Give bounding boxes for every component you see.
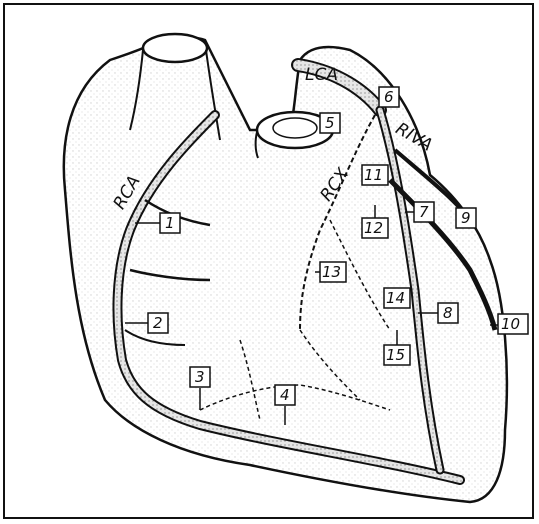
segment-9: 9: [456, 208, 476, 228]
segment-14: 14: [384, 288, 410, 308]
segment-6: 6: [379, 87, 399, 107]
segment-13: 13: [315, 262, 346, 282]
svg-text:15: 15: [386, 346, 405, 364]
lca-label: LCA: [305, 65, 338, 85]
svg-text:14: 14: [386, 289, 405, 307]
svg-text:7: 7: [419, 203, 429, 221]
segment-11: 11: [362, 165, 388, 185]
svg-text:6: 6: [384, 88, 394, 106]
svg-text:8: 8: [443, 304, 453, 322]
svg-text:1: 1: [165, 214, 175, 232]
segment-5: 5: [320, 113, 340, 133]
svg-text:12: 12: [364, 219, 383, 237]
svg-text:13: 13: [322, 263, 341, 281]
svg-text:10: 10: [501, 315, 520, 333]
svg-text:9: 9: [461, 209, 471, 227]
aorta-opening: [143, 34, 207, 62]
svg-text:5: 5: [325, 114, 335, 132]
svg-text:4: 4: [280, 386, 290, 404]
svg-text:2: 2: [153, 314, 163, 332]
svg-text:3: 3: [195, 368, 205, 386]
svg-text:11: 11: [364, 166, 383, 184]
